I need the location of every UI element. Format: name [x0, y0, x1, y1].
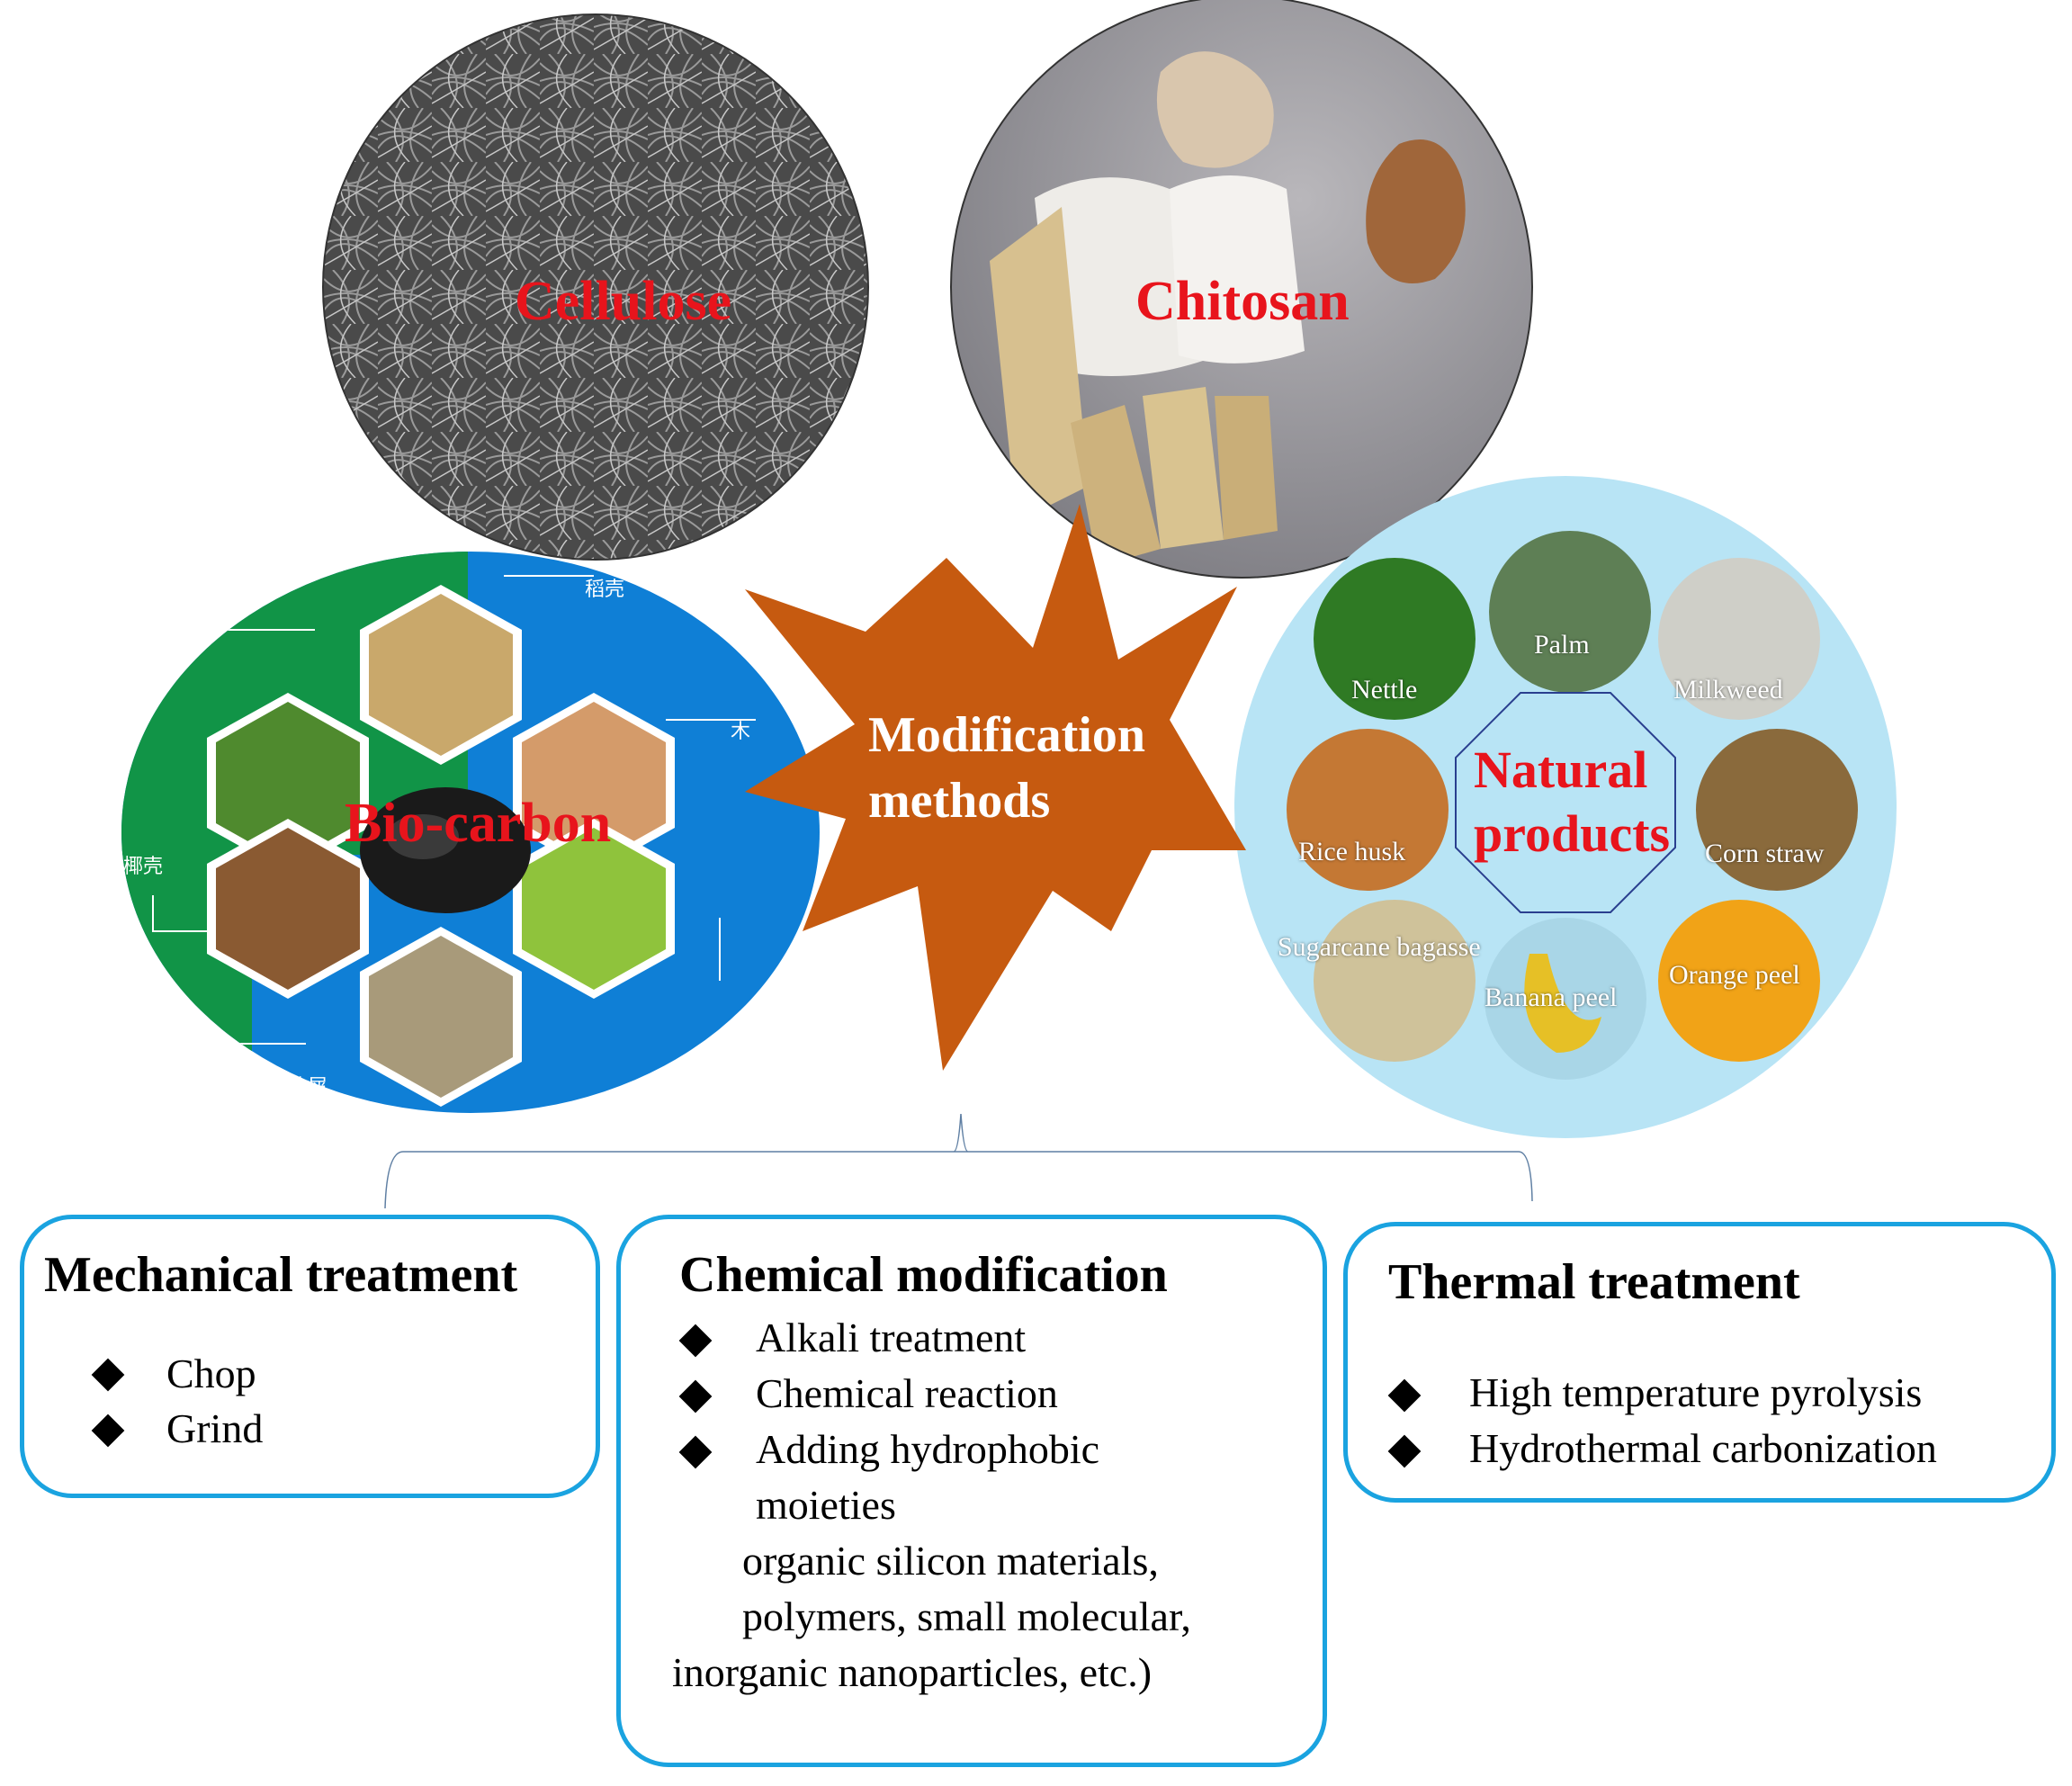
rice-husk-image — [1287, 729, 1449, 891]
bullet-icon — [1387, 1434, 1422, 1468]
modification-starburst — [745, 504, 1246, 1071]
cellulose-label: Cellulose — [515, 271, 732, 332]
chemical-continuation-polymers: polymers, small molecular, — [742, 1593, 1191, 1639]
cellulose-image — [322, 13, 869, 561]
bullet-icon — [678, 1435, 713, 1469]
natural-label-line1: Natural — [1474, 740, 1648, 799]
biocarbon-tag-right: 木 — [731, 721, 751, 743]
chemical-item-hydrophobic: Adding hydrophobic — [756, 1426, 1100, 1472]
chitosan-label: Chitosan — [1135, 271, 1350, 332]
banana-peel-image — [1524, 954, 1601, 1053]
milkweed-image — [1658, 558, 1820, 720]
rice-husk-label: Rice husk — [1298, 837, 1406, 866]
mechanical-treatment-box: Mechanical treatment Chop Grind — [20, 1215, 600, 1498]
nettle-image — [1314, 558, 1476, 720]
mechanical-title: Mechanical treatment — [44, 1247, 518, 1303]
biocarbon-tag-top: 稻壳 — [585, 579, 625, 601]
chemical-item-alkali: Alkali treatment — [756, 1315, 1027, 1360]
biocarbon-label: Bio-carbon — [345, 793, 612, 854]
banana-peel-bg — [1484, 918, 1646, 1080]
banana-peel-label: Banana peel — [1484, 983, 1618, 1012]
nettle-label: Nettle — [1351, 675, 1418, 705]
thermal-item-pyrolysis: High temperature pyrolysis — [1469, 1369, 1923, 1415]
natural-products-image — [1234, 476, 1897, 1138]
chemical-item-reaction: Chemical reaction — [756, 1370, 1058, 1416]
chemical-modification-box: Chemical modification Alkali treatment C… — [616, 1215, 1327, 1767]
chemical-continuation-inorganic: inorganic nanoparticles, etc.) — [672, 1649, 1153, 1695]
biocarbon-tag-left: 椰壳 — [123, 856, 164, 878]
center-line2: methods — [868, 773, 1051, 829]
bullet-icon — [91, 1414, 125, 1448]
natural-label-line2: products — [1474, 804, 1671, 863]
bullet-icon — [678, 1324, 713, 1358]
chemical-continuation-moieties: moieties — [756, 1482, 896, 1528]
bullet-icon — [91, 1358, 125, 1392]
thermal-treatment-box: Thermal treatment High temperature pyrol… — [1343, 1222, 2056, 1503]
brace-connector — [384, 1113, 1533, 1209]
corn-straw-label: Corn straw — [1705, 839, 1825, 868]
orange-peel-label: Orange peel — [1669, 960, 1800, 990]
thermal-item-hydrothermal: Hydrothermal carbonization — [1469, 1425, 1937, 1471]
chitosan-image — [951, 0, 1532, 578]
chitosan-border — [950, 0, 1533, 579]
palm-label: Palm — [1534, 630, 1590, 660]
chemical-continuation-silicon: organic silicon materials, — [742, 1538, 1159, 1584]
palm-image — [1489, 531, 1651, 693]
natural-octagon — [1455, 692, 1676, 913]
corn-straw-image — [1696, 729, 1858, 891]
chemical-title: Chemical modification — [679, 1247, 1168, 1303]
sugarcane-bagasse-label: Sugarcane bagasse — [1278, 932, 1481, 962]
bullet-icon — [678, 1379, 713, 1414]
mechanical-item-grind: Grind — [166, 1405, 264, 1451]
mechanical-item-chop: Chop — [166, 1351, 256, 1396]
center-line1: Modification — [868, 707, 1145, 763]
bullet-icon — [1387, 1378, 1422, 1413]
sugarcane-bagasse-image — [1314, 900, 1476, 1062]
orange-peel-image — [1658, 900, 1820, 1062]
milkweed-label: Milkweed — [1673, 675, 1783, 705]
biocarbon-tag-bottom: 竹屑 — [288, 1076, 328, 1099]
thermal-title: Thermal treatment — [1388, 1254, 1800, 1310]
